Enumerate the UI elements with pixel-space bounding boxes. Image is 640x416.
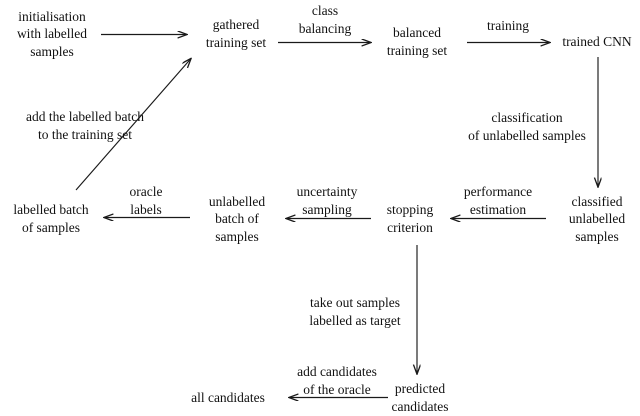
edge-label-classification: classification of unlabelled samples xyxy=(468,110,586,143)
edge-label-add-labelled-batch: add the labelled batch to the training s… xyxy=(25,109,145,142)
edge-label-take-out-samples: take out samples labelled as target xyxy=(309,295,401,328)
edge-label-class-balancing: class balancing xyxy=(298,3,352,36)
node-unlabelled-batch: unlabelled batch of samples xyxy=(208,193,266,244)
edge-label-oracle-labels: oracle labels xyxy=(129,184,163,217)
node-stopping-criterion: stopping criterion xyxy=(386,202,434,235)
node-classified-unlabelled-samples: classified unlabelled samples xyxy=(568,193,626,244)
node-all-candidates: all candidates xyxy=(191,390,265,406)
edge-label-training: training xyxy=(487,18,529,34)
node-initialisation: initialisation with labelled samples xyxy=(16,8,88,59)
edge-label-performance-estimation: performance estimation xyxy=(463,184,533,217)
edge-label-uncertainty-sampling: uncertainty sampling xyxy=(296,184,358,217)
node-predicted-candidates: predicted candidates xyxy=(391,381,449,414)
arrow-labelled-batch-to-gathered xyxy=(75,59,191,191)
edge-label-add-candidates: add candidates of the oracle xyxy=(297,364,377,397)
node-trained-cnn: trained CNN xyxy=(562,34,632,50)
node-labelled-batch: labelled batch of samples xyxy=(13,202,89,235)
node-balanced-training-set: balanced training set xyxy=(386,25,448,58)
node-gathered-training-set: gathered training set xyxy=(205,17,267,50)
